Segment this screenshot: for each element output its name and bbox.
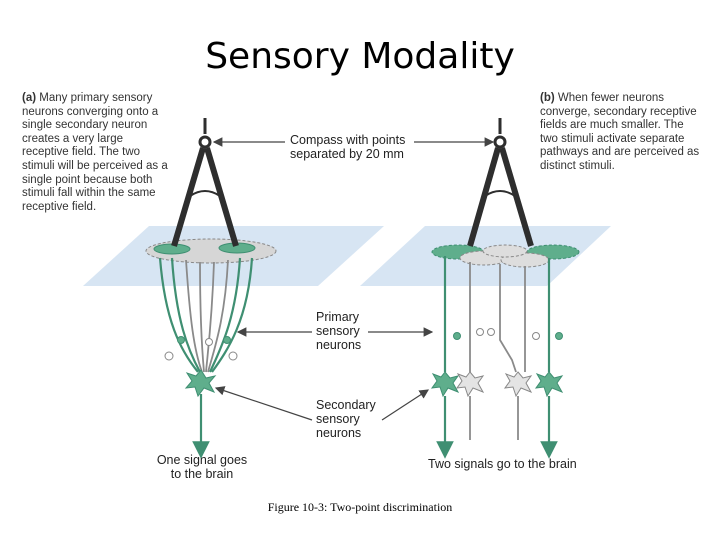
compass-label-line-2: separated by 20 mm bbox=[290, 147, 404, 161]
panel-b-neurons bbox=[430, 244, 580, 459]
secondary-label-line-2: sensory bbox=[316, 412, 360, 426]
panel-a-output-line-2: to the brain bbox=[170, 467, 234, 481]
panel-a-text: Many primary sensory neurons converging … bbox=[22, 92, 168, 213]
secondary-neurons-label: Secondary sensory neurons bbox=[316, 398, 376, 440]
panel-a-output-line-1: One signal goes bbox=[156, 453, 248, 467]
secondary-label-line-3: neurons bbox=[316, 426, 362, 440]
primary-label-line-2: sensory bbox=[316, 324, 360, 338]
slide-title: Sensory Modality bbox=[205, 36, 515, 77]
callout-leaders bbox=[212, 137, 495, 421]
panel-b-tag: (b) bbox=[540, 92, 555, 104]
primary-label-line-1: Primary bbox=[316, 310, 360, 324]
panel-a-tag: (a) bbox=[22, 92, 37, 104]
compass-b bbox=[467, 118, 534, 247]
panel-a-neurons bbox=[145, 238, 277, 459]
panel-a-description: (a) Many primary sensory neurons converg… bbox=[22, 92, 172, 214]
figure-caption: Figure 10-3: Two-point discrimination bbox=[267, 500, 453, 514]
primary-label-line-3: neurons bbox=[316, 338, 362, 352]
compass-a bbox=[171, 118, 239, 247]
compass-label: Compass with points separated by 20 mm bbox=[290, 133, 405, 161]
compass-label-line-1: Compass with points bbox=[290, 133, 406, 147]
panel-b-text: When fewer neurons converge, secondary r… bbox=[540, 92, 700, 172]
secondary-label-line-1: Secondary bbox=[316, 398, 376, 412]
primary-neurons-label: Primary sensory neurons bbox=[316, 310, 361, 352]
panel-b-output-label: Two signals go to the brain bbox=[428, 457, 577, 471]
panel-b-description: (b) When fewer neurons converge, seconda… bbox=[540, 92, 700, 174]
panel-a-output-label: One signal goes to the brain bbox=[156, 453, 248, 481]
